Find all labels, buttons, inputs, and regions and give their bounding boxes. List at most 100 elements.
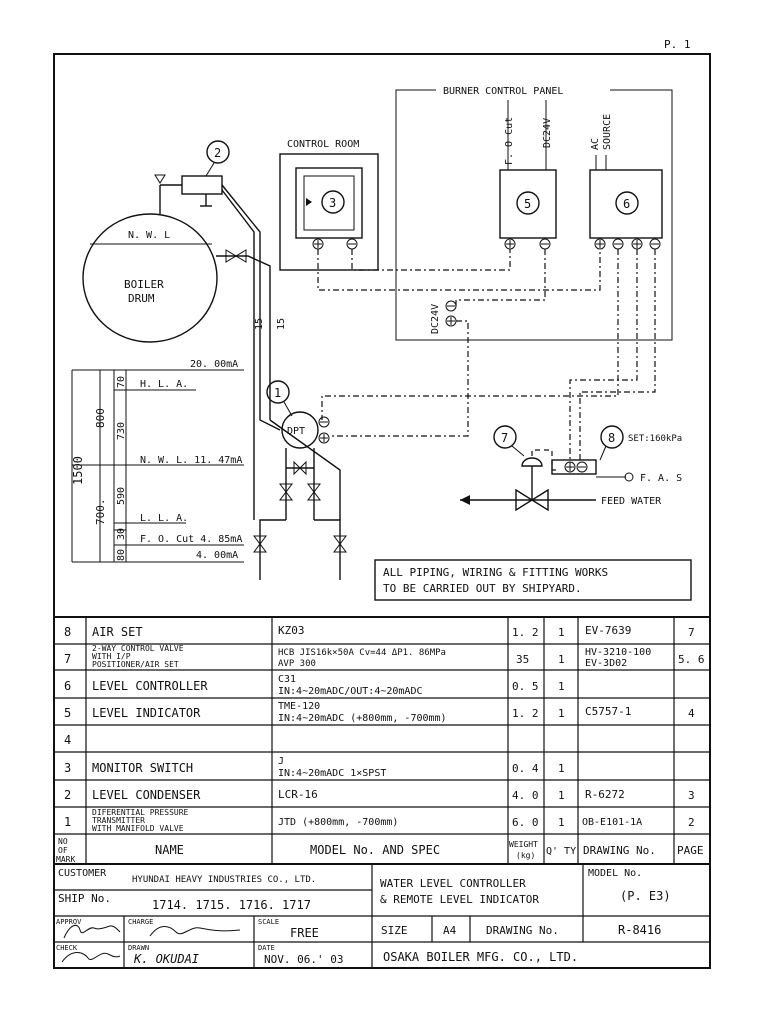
equalizing-valve-icon	[299, 460, 307, 476]
dim-80: 80	[116, 549, 127, 561]
balloon-1-label: 1	[274, 386, 281, 400]
row-drawing: EV-7639	[585, 624, 631, 637]
size-label: SIZE	[381, 924, 408, 937]
scale-label: SCALE	[258, 918, 279, 926]
dim-590: 590	[116, 487, 127, 505]
valve-icon	[307, 483, 321, 493]
dim-70: 70	[116, 376, 127, 388]
level-20ma: 20. 00mA	[190, 359, 238, 370]
header-no: MARK	[56, 855, 75, 864]
balloon-8	[600, 425, 624, 449]
drawing-title-line-1: WATER LEVEL CONTROLLER	[380, 877, 526, 890]
fas-label: F. A. S	[640, 473, 682, 484]
note-line-1: ALL PIPING, WIRING & FITTING WORKS	[383, 566, 608, 579]
scale-value: FREE	[290, 926, 319, 940]
level-nwl: N. W. L. 11. 47mA	[140, 455, 242, 466]
row-name: LEVEL INDICATOR	[92, 706, 201, 720]
header-weight: WEIGHT	[509, 840, 538, 849]
company-name: OSAKA BOILER MFG. CO., LTD.	[383, 950, 578, 964]
level-4ma: 4. 00mA	[196, 550, 238, 561]
equalizing-valve-icon	[293, 460, 301, 476]
model-label: MODEL No.	[588, 868, 642, 879]
monitor-switch-box	[499, 169, 557, 239]
drain-valve-icon	[333, 535, 347, 545]
valve-icon	[225, 249, 237, 263]
row-spec: LCR-16	[278, 788, 318, 801]
level-indicator-case	[295, 167, 363, 239]
dim-700: 700.	[94, 499, 107, 526]
check-label: CHECK	[56, 944, 78, 952]
control-room-label: CONTROL ROOM	[287, 139, 359, 150]
row-spec: IN:4~20mADC 1×SPST	[278, 768, 386, 779]
balloon-6-label: 6	[623, 197, 630, 211]
sheet-frame	[53, 53, 711, 969]
table-row: 2 LEVEL CONDENSER LCR-16 4. 0 1 R-6272 3	[64, 788, 695, 802]
approv-label: APPROV	[56, 918, 82, 926]
size-value: A4	[443, 924, 457, 937]
boiler-label: BOILER	[124, 278, 164, 291]
balloon-1	[266, 380, 290, 404]
drawn-by: K. OKUDAI	[133, 952, 199, 966]
row-name: AIR SET	[92, 625, 143, 639]
level-scale: 20. 00mA H. L. A. N. W. L. 11. 47mA L. L…	[71, 359, 244, 563]
balloon-5	[321, 190, 345, 214]
row-no: 7	[64, 652, 71, 666]
row-name: LEVEL CONTROLLER	[92, 679, 208, 693]
header-drawing: DRAWING No.	[583, 844, 656, 857]
header-no: OF	[58, 846, 68, 855]
model-number: (P. E3)	[620, 889, 671, 903]
row-weight: 1. 2	[512, 707, 539, 720]
row-drawing: EV-3D02	[585, 658, 627, 669]
check-signature-icon	[61, 952, 121, 963]
row-no: 5	[64, 706, 71, 720]
plus-terminal-icon	[594, 238, 606, 250]
balloon-2-label: 2	[214, 146, 221, 160]
row-spec: J	[278, 756, 284, 767]
row-page: 7	[688, 626, 695, 639]
balloon-7	[493, 425, 517, 449]
dim-1500: 1500	[71, 456, 85, 485]
dc24v-mid-label: DC24V	[430, 304, 441, 334]
drawing-title-line-2: & REMOTE LEVEL INDICATOR	[380, 893, 539, 906]
header-model: MODEL No. AND SPEC	[310, 843, 440, 857]
row-no: 3	[64, 761, 71, 775]
date-label: DATE	[258, 944, 275, 952]
valve-icon	[307, 491, 321, 501]
row-qty: 1	[558, 626, 565, 639]
nwl-drum-label: N. W. L	[128, 230, 170, 241]
balloon-2	[206, 140, 230, 164]
level-condenser	[181, 175, 223, 195]
table-row: 3 MONITOR SWITCH J IN:4~20mADC 1×SPST 0.…	[64, 756, 565, 779]
valve-icon	[279, 483, 293, 493]
row-name: LEVEL CONDENSER	[92, 788, 201, 802]
row-name: DIFERENTIAL PRESSURE	[92, 808, 189, 817]
air-supply-icon	[624, 472, 634, 482]
minus-terminal-icon	[318, 416, 330, 428]
row-spec: JTD (+800mm, -700mm)	[278, 817, 398, 828]
air-set-pressure: SET:160kPa	[628, 434, 682, 444]
pipe-size-label: 15	[276, 318, 287, 330]
pipe-size-label: 15	[254, 318, 265, 330]
table-row: 7 2-WAY CONTROL VALVE WITH I/P POSITIONE…	[64, 644, 705, 669]
dim-730: 730	[116, 422, 127, 440]
row-spec: KZ03	[278, 624, 305, 637]
row-no: 8	[64, 625, 71, 639]
row-name: POSITIONER/AIR SET	[92, 660, 179, 669]
balloon-3	[516, 191, 540, 215]
burner-panel-label: BURNER CONTROL PANEL	[443, 86, 563, 97]
dim-800: 800	[94, 408, 107, 428]
source-label: SOURCE	[602, 114, 613, 150]
row-no: 6	[64, 679, 71, 693]
drawing-date: NOV. 06.' 03	[264, 953, 343, 966]
row-spec: HCB JIS16k×50A Cv=44 ΔP1. 86MPa	[278, 648, 446, 658]
plus-terminal-icon	[318, 432, 330, 444]
drain-valve-icon	[253, 535, 267, 545]
header-no: NO	[58, 837, 68, 846]
balloon-6	[615, 191, 639, 215]
note-line-2: TO BE CARRIED OUT BY SHIPYARD.	[383, 582, 582, 595]
row-no: 2	[64, 788, 71, 802]
table-row: 5 LEVEL INDICATOR TME-120 IN:4~20mADC (+…	[64, 701, 695, 724]
balloon-3-label: 5	[524, 197, 531, 211]
pointer-icon	[306, 198, 312, 206]
feed-water-label: FEED WATER	[601, 496, 662, 507]
